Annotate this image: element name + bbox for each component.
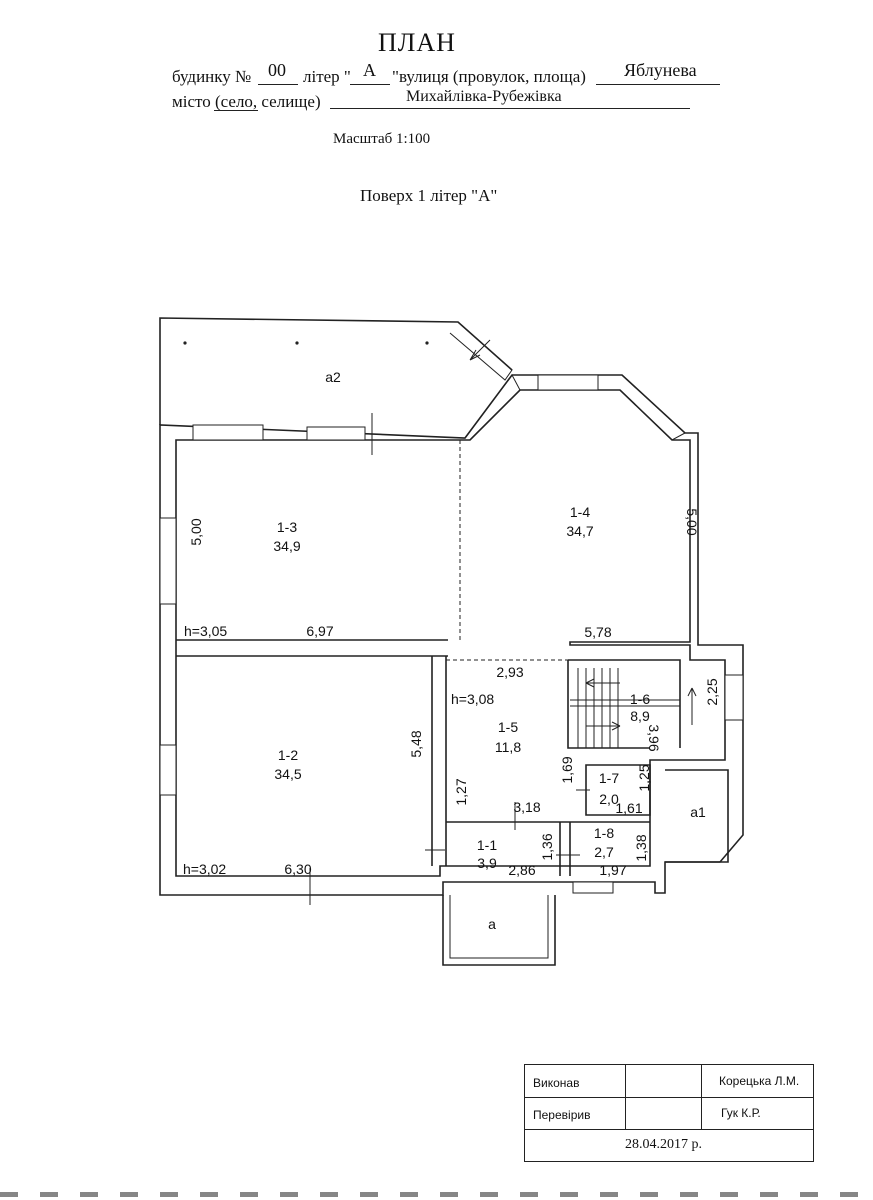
outbuilding-a: [442, 895, 556, 966]
room-18-area: 2,7: [594, 844, 614, 860]
room-13-area: 34,9: [273, 538, 300, 554]
dim-18-width: 1,97: [599, 862, 626, 878]
room-17-area: 2,0: [599, 791, 619, 807]
selo-underline: [214, 110, 258, 111]
height-13: h=3,05: [184, 623, 227, 639]
street-value: Яблунева: [624, 60, 697, 80]
dim-16-width: 3,96: [646, 724, 662, 751]
house-number-underline: [258, 84, 298, 85]
dim-13-height: 5,00: [188, 518, 204, 545]
scan-edge-marks: [0, 1192, 873, 1197]
scale-label: Масштаб 1:100: [333, 131, 431, 147]
dim-18-height: 1,38: [633, 834, 649, 861]
dim-11-width: 2,86: [508, 862, 535, 878]
room-16-id: 1-6: [630, 691, 650, 707]
stamp-block: Виконав Корецька Л.М. Перевірив Гук К.Р.…: [524, 1064, 814, 1162]
stair-landing: [570, 699, 680, 707]
city-underline: [330, 108, 690, 109]
litera-value: А: [363, 60, 376, 80]
room-12-id: 1-2: [278, 747, 298, 763]
stair-treads: [577, 668, 619, 748]
executed-label: Виконав: [533, 1076, 580, 1090]
room-11-id: 1-1: [477, 837, 497, 853]
inner-wall: [175, 389, 726, 877]
room-15-area: 11,8: [495, 739, 521, 755]
dim-15-left: 1,27: [453, 778, 469, 805]
city-label: місто (село, селище): [172, 92, 321, 111]
room-17-walls: [585, 764, 651, 816]
label-a1: a1: [690, 804, 706, 820]
dim-17-bottom: 1,61: [615, 800, 642, 816]
house-number: 00: [268, 60, 286, 80]
checked-name: Гук К.Р.: [721, 1106, 761, 1120]
document-title: ПЛАН: [378, 28, 456, 57]
height-15: h=3,08: [451, 691, 494, 707]
outbuilding-a-inner: [449, 895, 549, 959]
dim-14-width: 5,78: [584, 624, 611, 640]
outbuilding-a1: [665, 769, 729, 863]
label-a: a: [488, 916, 496, 932]
room-16-area: 8,9: [630, 708, 650, 724]
room-15-id: 1-5: [498, 719, 518, 735]
executed-name: Корецька Л.М.: [719, 1074, 800, 1088]
room-14-id: 1-4: [570, 504, 590, 520]
outer-wall: [159, 374, 744, 896]
checked-label: Перевірив: [533, 1108, 591, 1122]
street-label: "вулиця (провулок, площа): [392, 67, 586, 86]
floor-label: Поверх 1 літер "А": [360, 186, 498, 205]
house-label: будинку №: [172, 67, 252, 86]
dim-16-height: 2,25: [704, 678, 720, 705]
wall-12-15: [431, 656, 447, 866]
label-a2: a2: [325, 369, 341, 385]
room-11-18-walls: [446, 821, 650, 876]
stamp-date: 28.04.2017 р.: [625, 1137, 702, 1152]
stairs-outline: [567, 659, 681, 749]
dim-15-bottom: 3,18: [513, 799, 540, 815]
dim-17-right: 1,25: [636, 764, 652, 791]
room-11-area: 3,9: [477, 855, 497, 871]
wall-13-12: [176, 639, 448, 657]
litera-underline: [350, 84, 390, 85]
room-12-area: 34,5: [274, 766, 301, 782]
dim-13-width: 6,97: [306, 623, 333, 639]
height-12: h=3,02: [183, 861, 226, 877]
dim-12-height: 5,48: [408, 730, 424, 757]
city-value: Михайлівка-Рубежівка: [406, 88, 562, 105]
room-14-area: 34,7: [566, 523, 593, 539]
dim-12-width: 6,30: [284, 861, 311, 877]
dim-11-height: 1,36: [539, 833, 555, 860]
dim-15-top: 2,93: [496, 664, 523, 680]
dim-15-right: 1,69: [559, 756, 575, 783]
room-18-id: 1-8: [594, 825, 614, 841]
room-13-id: 1-3: [277, 519, 297, 535]
litera-label: літер ": [303, 67, 351, 86]
room-17-id: 1-7: [599, 770, 619, 786]
dim-14-height: 5,00: [684, 508, 700, 535]
street-underline: [596, 84, 720, 85]
